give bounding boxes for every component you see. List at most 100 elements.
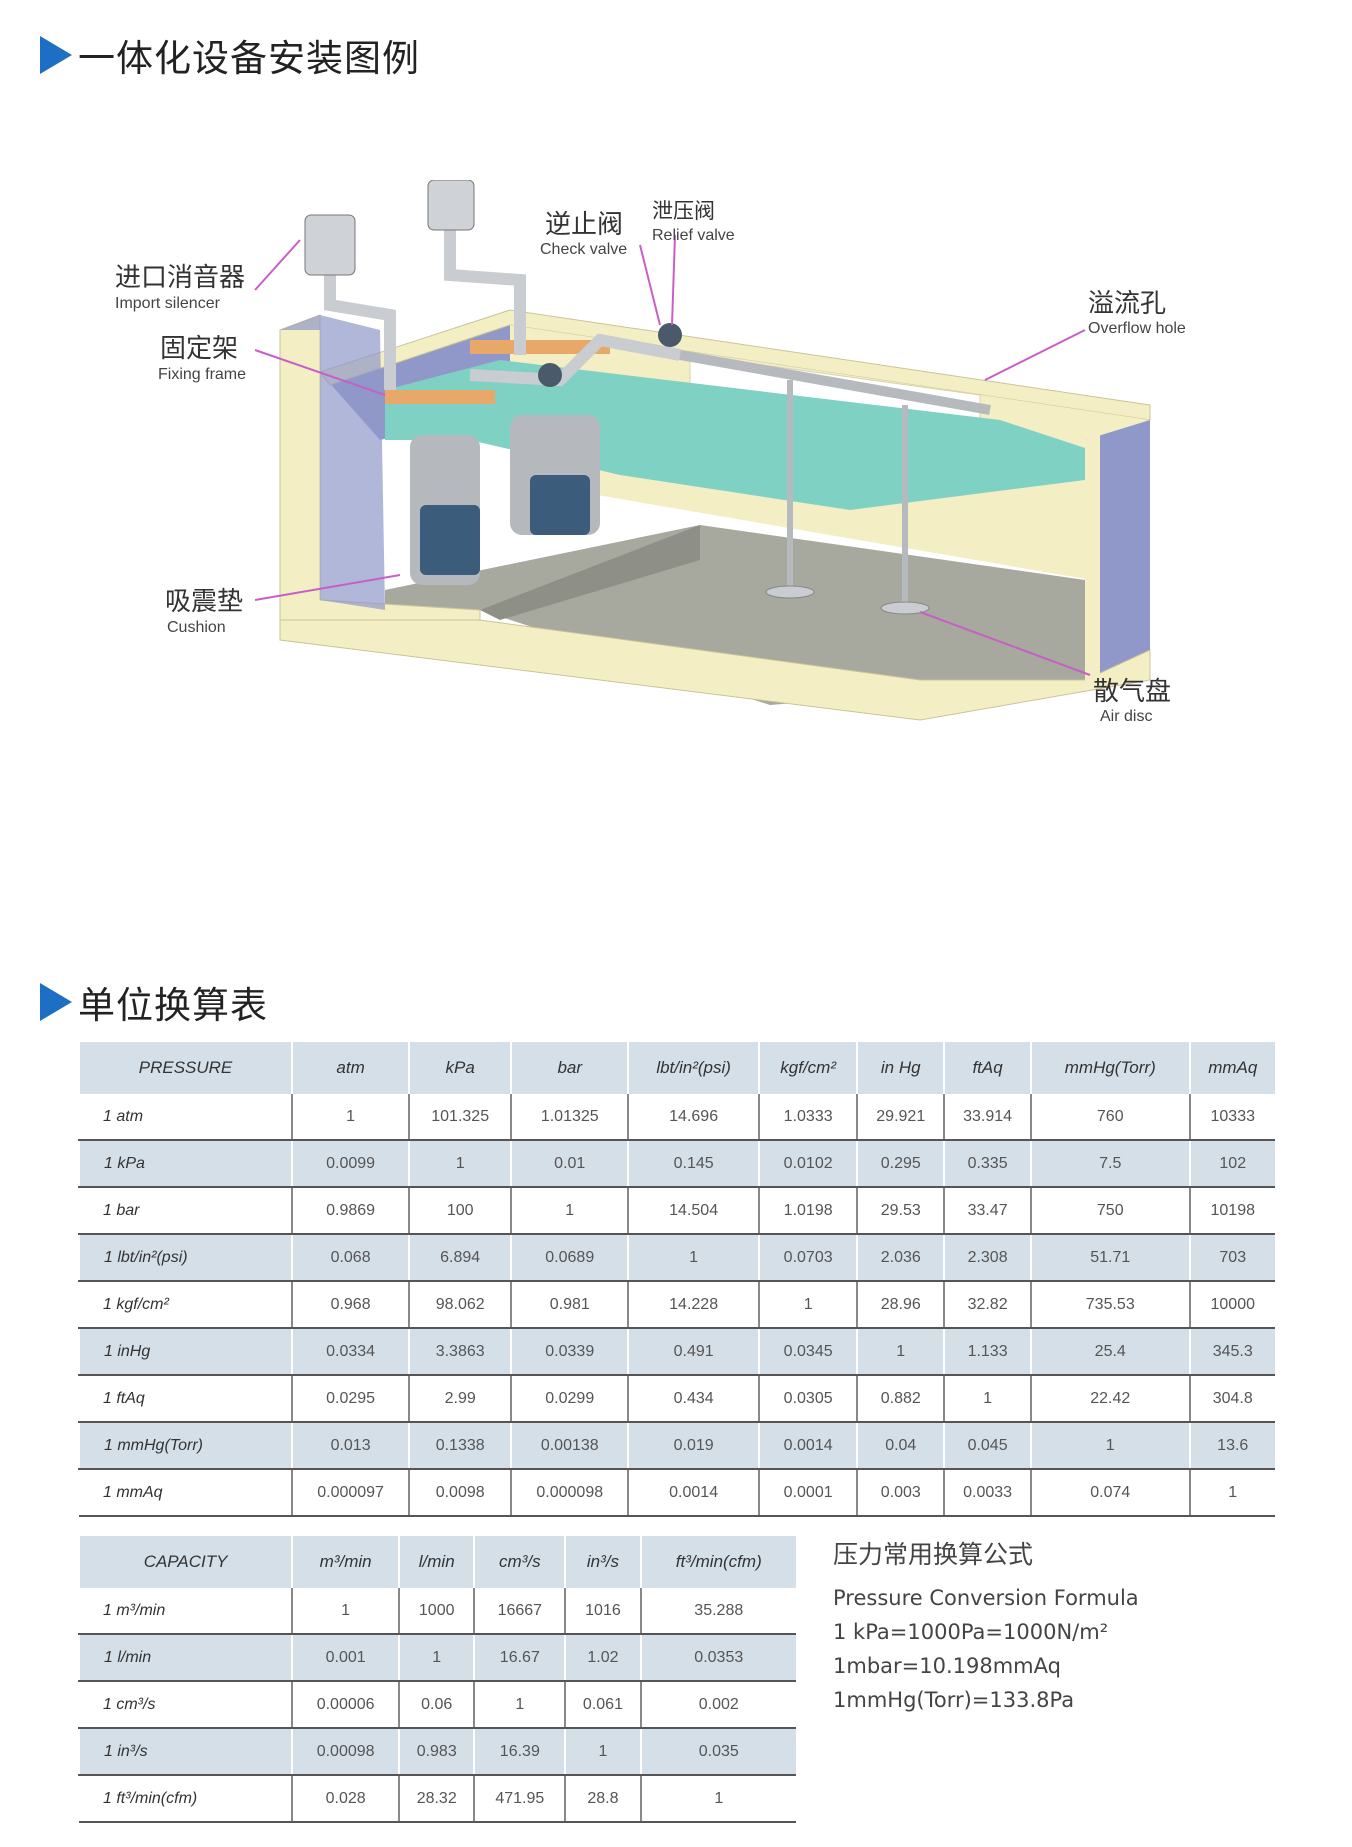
- pressure-formula-block: 压力常用换算公式 Pressure Conversion Formula 1 k…: [833, 1535, 1139, 1717]
- water-surface: [385, 360, 1085, 510]
- table-header-cell: in Hg: [856, 1042, 945, 1094]
- table-cell: 1: [1188, 1469, 1275, 1517]
- table-cell: 2.308: [943, 1234, 1031, 1282]
- installation-diagram: 进口消音器 Import silencer 固定架 Fixing frame 吸…: [115, 180, 1186, 725]
- pointer-import-silencer: [254, 239, 301, 291]
- table-cell: 0.002: [639, 1681, 796, 1729]
- table-cell: 0.0099: [291, 1140, 410, 1188]
- table-cell: 29.53: [856, 1187, 945, 1235]
- row-header-cell: 1 inHg: [77, 1328, 293, 1376]
- table-cell: 14.504: [627, 1187, 759, 1235]
- table-cell: 735.53: [1030, 1281, 1190, 1329]
- row-header-cell: 1 atm: [79, 1094, 293, 1141]
- row-header-cell: 1 ftAq: [79, 1375, 293, 1423]
- section-header-unit-conversion: 单位换算表: [40, 975, 268, 1029]
- table-cell: 0.0345: [757, 1328, 858, 1376]
- row-header-cell: 1 ft³/min(cfm): [79, 1775, 293, 1823]
- table-cell: 0.0339: [510, 1328, 629, 1376]
- air-disc-2: [880, 601, 930, 615]
- section-title: 一体化设备安装图例: [78, 37, 420, 80]
- table-cell: 0.074: [1030, 1469, 1190, 1517]
- table-cell: 304.8: [1188, 1375, 1275, 1423]
- table-cell: 98.062: [408, 1281, 512, 1329]
- table-header-cell: kPa: [408, 1042, 512, 1094]
- check-valve-2: [658, 323, 682, 347]
- label-air-disc-en: Air disc: [1100, 708, 1152, 725]
- table-cell: 13.6: [1188, 1422, 1275, 1470]
- table-cell: 33.914: [943, 1094, 1031, 1141]
- table-cell: 0.882: [856, 1375, 945, 1423]
- table-cell: 2.036: [856, 1234, 945, 1282]
- row-header-cell: 1 in³/s: [77, 1728, 293, 1776]
- table-cell: 0.045: [943, 1422, 1031, 1470]
- table-cell: 1000: [398, 1588, 475, 1635]
- table-cell: 0.001: [291, 1634, 400, 1682]
- fixing-frame-1: [385, 390, 495, 404]
- table-cell: 0.0014: [757, 1422, 858, 1470]
- table-cell: 0.0703: [757, 1234, 858, 1282]
- pointer-overflow-hole: [984, 329, 1086, 381]
- row-header-cell: 1 kPa: [77, 1140, 293, 1188]
- table-cell: 0.0689: [510, 1234, 629, 1282]
- table-cell: 0.145: [627, 1140, 759, 1188]
- label-fixing-frame-en: Fixing frame: [158, 366, 246, 383]
- table-cell: 0.0305: [757, 1375, 858, 1423]
- table-cell: 0.0353: [639, 1634, 796, 1682]
- table-cell: 471.95: [473, 1775, 566, 1823]
- table-cell: 14.696: [627, 1094, 759, 1141]
- row-header-cell: 1 lbt/in²(psi): [77, 1234, 293, 1282]
- table-cell: 0.968: [291, 1281, 410, 1329]
- table-cell: 0.0334: [291, 1328, 410, 1376]
- table-cell: 0.981: [510, 1281, 629, 1329]
- label-cushion-zh: 吸震垫: [165, 587, 243, 617]
- silencer-2: [427, 180, 475, 231]
- pipe-2: [444, 190, 526, 355]
- table-header-cell: atm: [291, 1042, 410, 1094]
- table-cell: 0.000097: [291, 1469, 410, 1517]
- table-cell: 1: [408, 1140, 512, 1188]
- label-air-disc-zh: 散气盘: [1093, 677, 1171, 707]
- table-cell: 1: [639, 1775, 796, 1823]
- table-cell: 0.335: [943, 1140, 1031, 1188]
- table-cell: 1.133: [943, 1328, 1031, 1376]
- table-cell: 28.8: [564, 1775, 641, 1823]
- table-cell: 0.0001: [757, 1469, 858, 1517]
- tank-left-side: [280, 315, 385, 610]
- row-header-cell: 1 bar: [79, 1187, 293, 1235]
- table-cell: 10333: [1188, 1094, 1275, 1141]
- row-header-cell: 1 cm³/s: [79, 1681, 293, 1729]
- pointer-relief-valve: [671, 234, 676, 326]
- table-cell: 0.434: [627, 1375, 759, 1423]
- table-cell: 16667: [473, 1588, 566, 1635]
- table-cell: 51.71: [1030, 1234, 1190, 1282]
- table-cell: 703: [1188, 1234, 1275, 1282]
- label-relief-valve-en: Relief valve: [652, 227, 735, 244]
- table-cell: 1016: [564, 1588, 641, 1635]
- table-cell: 0.00098: [291, 1728, 400, 1776]
- table-cell: 28.96: [856, 1281, 945, 1329]
- play-triangle-icon: [40, 983, 72, 1021]
- table-cell: 0.028: [291, 1775, 400, 1823]
- section-title: 单位换算表: [78, 984, 268, 1027]
- table-cell: 0.04: [856, 1422, 945, 1470]
- section-header-installation: 一体化设备安装图例: [40, 28, 420, 82]
- tank-right-front: [1085, 435, 1100, 685]
- label-check-valve-zh: 逆止阀: [545, 210, 623, 240]
- tank-inner-right-wall: [1085, 420, 1150, 680]
- pointer-check-valve: [639, 244, 661, 326]
- table-cell: 101.325: [408, 1094, 512, 1141]
- table-cell: 10000: [1188, 1281, 1275, 1329]
- pointer-fixing-frame: [254, 349, 386, 396]
- row-header-cell: 1 l/min: [77, 1634, 293, 1682]
